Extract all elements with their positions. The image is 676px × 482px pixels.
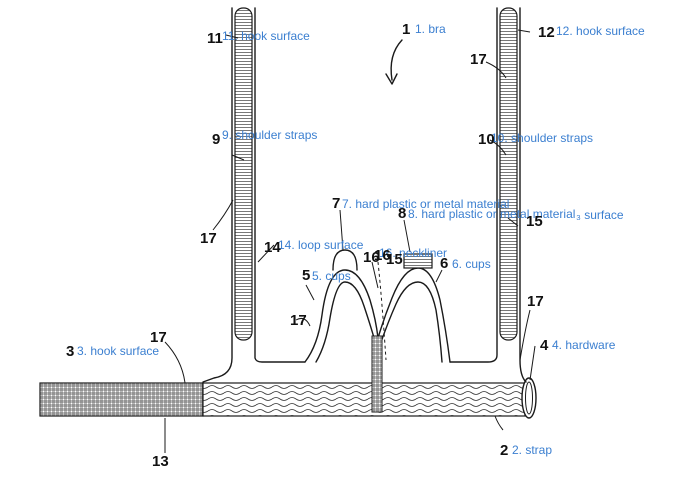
hook-surface-band: [39, 382, 204, 417]
ref-number-extra: 17: [527, 293, 544, 310]
bra-arrow: [390, 39, 403, 81]
ref-number-neckliner: 16: [363, 249, 380, 266]
ref-number-cups-5: 5: [302, 267, 310, 284]
annotations: 1. bra 2. strap 3. hook surface 4. hardware…: [77, 22, 645, 457]
loop-material-7: [332, 249, 358, 271]
annotation-strap: 2. strap: [512, 443, 552, 457]
annotation-hook-surface-12: 12. hook surface: [556, 24, 645, 38]
ref-number-bra: 1: [402, 21, 410, 38]
annotation-surface-fragment: ₃ surface: [576, 208, 624, 222]
ref-number-extra: 17: [200, 230, 217, 247]
strap-shape: [39, 377, 537, 419]
cups-shape: [304, 249, 451, 413]
annotation-cups-5: 5. cups: [312, 269, 351, 283]
strap-body: [202, 382, 526, 417]
center-gore: [371, 335, 383, 413]
ref-number-material-8: 8: [398, 205, 406, 222]
ref-number-extra: 17: [290, 312, 307, 329]
annotation-hook-surface-11: 11. hook surface: [222, 29, 310, 43]
annotation-material-7: 7. hard plastic or metal material: [342, 197, 509, 211]
left-cup-outline: [304, 269, 379, 363]
annotation-loop-surface: 14. loop surface: [278, 238, 364, 252]
ref-number-loop-surface: 14: [264, 239, 281, 256]
ref-number-extra: 17: [150, 329, 167, 346]
ref-number-hook-surface-3: 3: [66, 343, 74, 360]
ref-number-strap: 2: [500, 442, 508, 459]
annotation-hook-surface-3: 3. hook surface: [77, 344, 159, 358]
annotation-bra: 1. bra: [415, 22, 446, 36]
ref-number-hook-surface-12: 12: [538, 24, 555, 41]
ref-number-hook-surface-11: 11: [207, 30, 223, 47]
left-shoulder-strap: [202, 7, 306, 383]
leader-lines: [164, 29, 536, 453]
ref-number-cups-6: 6: [440, 255, 448, 272]
ref-number-extra: 17: [470, 51, 487, 68]
annotation-shoulder-straps-9: 9. shoulder straps: [222, 128, 317, 142]
annotation-cups-6: 6. cups: [452, 257, 491, 271]
annotation-material-8: 8. hard plastic or metal material: [408, 207, 575, 221]
ref-number-hardware: 4: [540, 337, 549, 354]
right-shoulder-strap: [449, 7, 527, 383]
ref-number-extra: 15: [386, 251, 403, 268]
ref-number-extra: 13: [152, 453, 169, 470]
ref-number-extra: 15: [526, 213, 543, 230]
annotation-neckliner: 16. neckliner: [379, 246, 447, 260]
annotation-shoulder-straps-10: 10. shoulder straps: [491, 131, 593, 145]
material-8-block: [403, 253, 433, 269]
ref-number-shoulder-straps-10: 10: [478, 131, 495, 148]
ref-number-extra: 16: [374, 247, 391, 264]
ref-number-shoulder-straps-9: 9: [212, 131, 220, 148]
annotation-hardware: 4. hardware: [552, 338, 616, 352]
hardware-ring: [521, 377, 537, 419]
ref-number-material-7: 7: [332, 195, 340, 212]
